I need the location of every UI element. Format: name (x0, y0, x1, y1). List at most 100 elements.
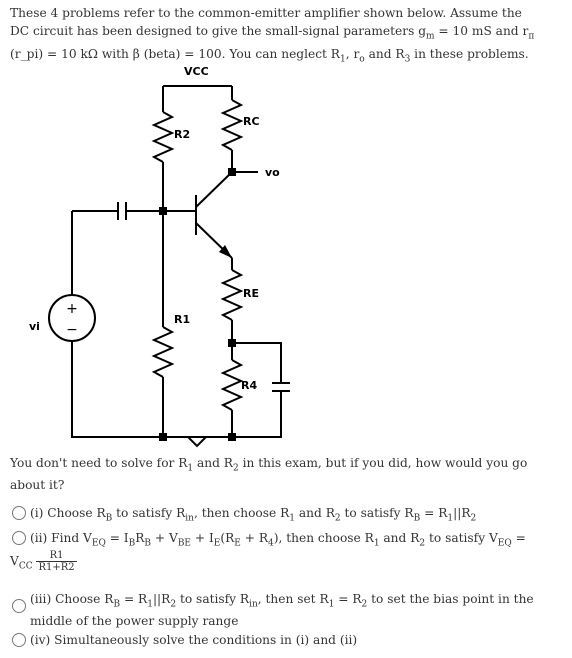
intro-r1-sub: 1 (339, 54, 346, 65)
question-b: and R (193, 456, 233, 470)
question-a: You don't need to solve for R (10, 456, 188, 470)
opt-i-s3: 1 (289, 513, 296, 524)
vo-label: vo (265, 166, 280, 179)
intro-gm-sub: m (426, 31, 435, 42)
opt-i-s7: 2 (470, 513, 477, 524)
opt-i-s4: 2 (334, 513, 341, 524)
re-resistor (220, 269, 244, 321)
opt-ii-f: (R (220, 531, 235, 545)
opt-i-f: = R (420, 506, 448, 520)
opt-ii-d: + V (151, 531, 178, 545)
r2-resistor (151, 111, 175, 163)
base-node (159, 207, 167, 215)
vi-label: vi (29, 320, 40, 333)
option-ii-label: (ii) Find VEQ = IBRB + VBE + IE(RE + R4)… (30, 530, 545, 552)
opt-iii-b: = R (120, 592, 148, 606)
opt-iii-s6: 2 (361, 599, 368, 610)
opt-iii-d: to satisfy R (176, 592, 250, 606)
opt-iii-f: = R (334, 592, 362, 606)
bypass-top-wire (232, 342, 282, 383)
opt-ii-c: R (135, 531, 145, 545)
option-iv-radio[interactable] (12, 633, 26, 647)
question-text: You don't need to solve for R1 and R2 in… (10, 455, 560, 494)
option-iii-label: (iii) Choose RB = R1||R2 to satisfy Rin,… (30, 591, 545, 630)
question-sub1: 1 (187, 463, 194, 474)
intro-line-2-a: DC circuit has been designed to give the… (10, 24, 427, 38)
opt-ii-vcc-sub: CC (18, 561, 33, 572)
intro-line-3-b: , r (345, 47, 360, 62)
opt-iii-c: ||R (152, 592, 171, 606)
intro-line-3-a: (r_pi) = 10 kΩ with β (beta) = 100. You … (10, 47, 340, 62)
intro-line-3-d: in these problems. (410, 47, 529, 62)
opt-ii-s3: B (144, 538, 152, 549)
r4-label: R4 (241, 379, 257, 392)
r4-resistor (220, 359, 244, 411)
bypass-bottom-wire (232, 391, 282, 438)
opt-ii-s10: EQ (497, 538, 512, 549)
intro-text: These 4 problems refer to the common-emi… (10, 4, 565, 69)
ground-symbol (185, 436, 209, 448)
option-iii-radio[interactable] (12, 599, 26, 613)
r1-resistor (151, 326, 175, 378)
opt-ii-s7: 4 (268, 538, 274, 549)
opt-ii-g: + R (240, 531, 269, 545)
opt-ii-s9: 2 (419, 538, 426, 549)
opt-ii-k: = (511, 531, 526, 545)
vi-plus: + (66, 301, 78, 317)
opt-i-a: (i) Choose R (30, 506, 106, 520)
rc-resistor (220, 99, 244, 151)
option-ii[interactable]: (ii) Find VEQ = IBRB + VBE + IE(RE + R4)… (10, 530, 552, 578)
rc-label: RC (243, 115, 260, 128)
r1-label: R1 (174, 313, 190, 326)
opt-ii-i: and R (379, 531, 420, 545)
vi-minus: − (66, 322, 78, 338)
fraction-denominator: R1+R2 (38, 562, 75, 573)
opt-ii-s5: E (213, 538, 221, 549)
intro-line-2-b: = 10 mS and r (434, 24, 529, 38)
opt-ii-s1: EQ (91, 538, 106, 549)
opt-ii-h: ), then choose R (273, 531, 374, 545)
vcc-label: VCC (184, 65, 209, 78)
intro-line-3-c: and R (364, 47, 405, 62)
option-i-radio[interactable] (12, 506, 26, 520)
opt-ii-vcc: V (10, 554, 19, 568)
opt-ii-e: + I (191, 531, 214, 545)
amplifier-schematic: + − VCC R2 RC vo RE R1 R4 vi (29, 65, 290, 448)
opt-iii-s2: 1 (147, 599, 153, 610)
option-i-label: (i) Choose RB to satisfy R in, then choos… (30, 505, 545, 527)
question-c: in this exam, but if you did, how would … (238, 456, 528, 470)
opt-i-s1: B (105, 513, 113, 524)
opt-i-e: to satisfy R (340, 506, 414, 520)
question-line-2: about it? (10, 478, 65, 493)
vi-bottom-wire (71, 341, 232, 438)
intro-line-1: These 4 problems refer to the common-emi… (10, 4, 565, 22)
question-line-1: You don't need to solve for R1 and R2 in… (10, 455, 560, 477)
collector-node (228, 168, 236, 176)
option-iii[interactable]: (iii) Choose RB = R1||R2 to satisfy Rin,… (12, 591, 552, 628)
intro-line-2: DC circuit has been designed to give the… (10, 22, 565, 45)
ground-node-right (228, 433, 236, 441)
opt-ii-s2: B (128, 538, 136, 549)
collector-lead (195, 171, 233, 208)
opt-iii-line2: middle of the power supply range (30, 614, 239, 629)
opt-iii-s3: 2 (170, 599, 177, 610)
re-label: RE (243, 287, 259, 300)
opt-iii-s4: in (249, 599, 258, 610)
option-ii-radio[interactable] (12, 531, 26, 545)
opt-i-s2: in (185, 513, 194, 524)
emitter-arrow (219, 245, 232, 258)
option-iv-label: (iv) Simultaneously solve the conditions… (30, 633, 358, 647)
opt-ii-s8: 1 (373, 538, 380, 549)
opt-ii-b: = I (105, 531, 129, 545)
opt-ii-s4: BE (177, 538, 191, 549)
intro-line-3: (r_pi) = 10 kΩ with β (beta) = 100. You … (10, 45, 565, 68)
opt-i-g: ||R (453, 506, 471, 520)
fraction-numerator: R1 (36, 550, 77, 562)
intro-rpi-sub: π (528, 31, 535, 42)
r2-label: R2 (174, 128, 190, 141)
opt-i-c: , then choose R (193, 506, 290, 520)
opt-ii-s6: E (234, 538, 241, 549)
opt-iii-s1: B (113, 599, 121, 610)
